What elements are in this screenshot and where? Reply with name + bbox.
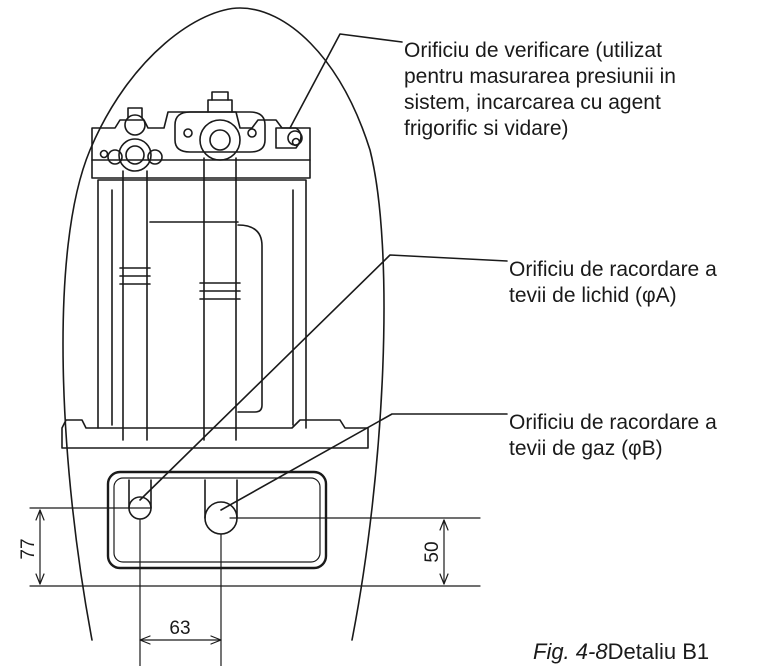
pipe-opening (106, 470, 328, 570)
cover-outline (62, 7, 385, 641)
bolt-hole-left (99, 149, 109, 159)
figure-title: Detaliu B1 (607, 639, 710, 664)
callout-check-port-line-4: frigorific si vidare) (404, 117, 569, 140)
callout-liquid-port-line-2: tevii de lichid (φA) (509, 284, 677, 307)
callout-gas-port: Orificiu de racordare a tevii de gaz (φB… (509, 410, 717, 462)
dim-50-label: 50 (422, 541, 443, 562)
leader-liquid-port (139, 254, 508, 501)
callout-check-port: Orificiu de verificare (utilizat pentru … (404, 38, 676, 142)
callout-check-port-line-1: Orificiu de verificare (utilizat (404, 39, 662, 62)
valve-body (97, 179, 307, 429)
liquid-valve (107, 107, 163, 441)
callout-liquid-port-line-1: Orificiu de racordare a (509, 258, 717, 281)
dim-77-label: 77 (18, 538, 39, 559)
bracket-plate (91, 111, 311, 179)
leader-gas-port (220, 413, 508, 511)
callout-liquid-port: Orificiu de racordare a tevii de lichid … (509, 257, 717, 309)
base-ledge (61, 419, 369, 449)
figure-number: Fig. 4-8 (533, 639, 608, 664)
callout-gas-port-line-1: Orificiu de racordare a (509, 411, 717, 434)
dim-63-label: 63 (169, 618, 190, 639)
figure-caption: Fig. 4-8Detaliu B1 (533, 638, 709, 666)
valve-body-inner (111, 189, 294, 426)
callout-check-port-line-2: pentru masurarea presiunii in (404, 65, 676, 88)
callout-gas-port-line-2: tevii de gaz (φB) (509, 437, 663, 460)
callout-check-port-line-3: sistem, incarcarea cu agent (404, 91, 661, 114)
check-port (275, 127, 303, 149)
leader-check-port (289, 33, 403, 129)
inner-panel (237, 224, 263, 413)
gas-valve (174, 91, 266, 441)
